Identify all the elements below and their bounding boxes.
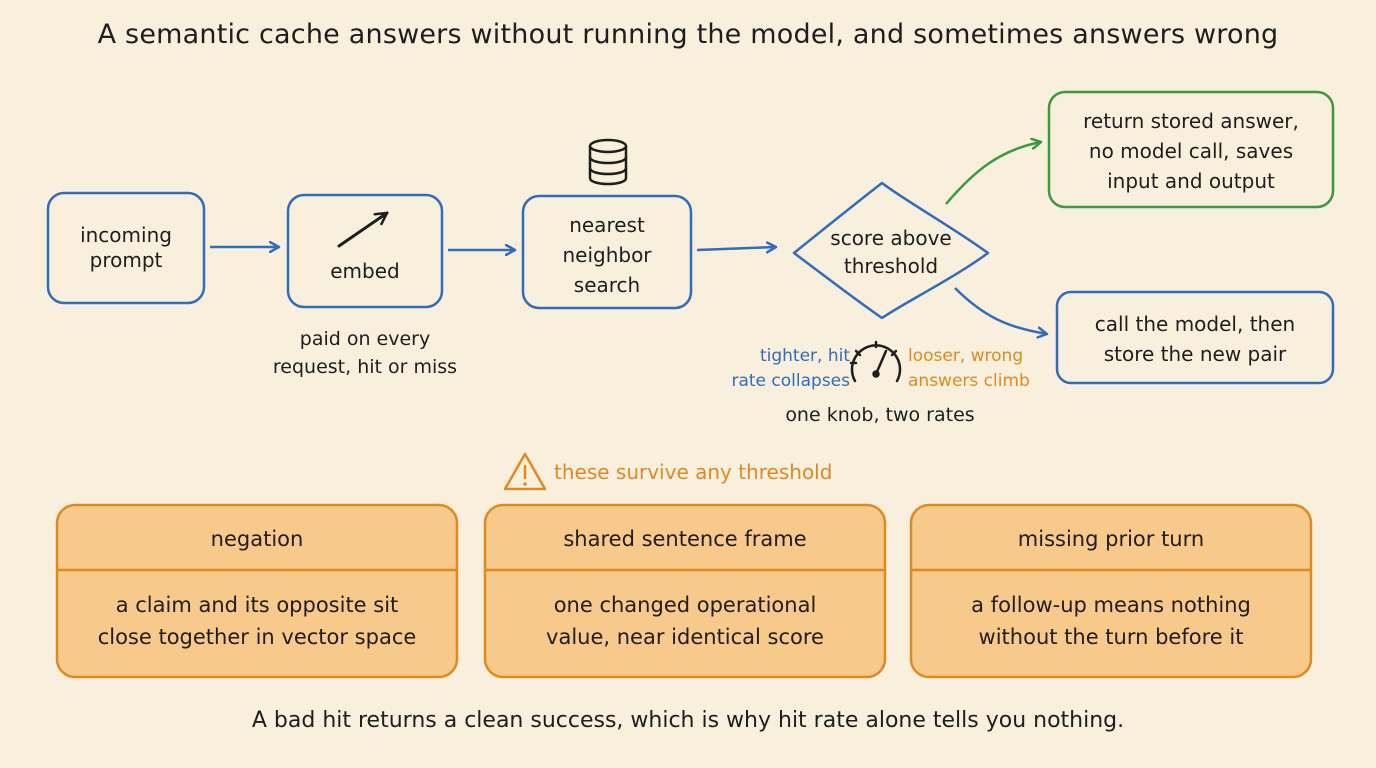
search-line-1: nearest [569, 213, 645, 237]
card-negation-line-1: a claim and its opposite sit [115, 593, 399, 617]
tighter-line-2: rate collapses [731, 370, 850, 391]
threshold-decision-diamond [792, 181, 990, 320]
decision-label: score above threshold [794, 224, 988, 280]
card-missing-turn-shape [909, 503, 1313, 679]
cache-hit-box [1047, 90, 1335, 209]
one-knob-note: one knob, two rates [785, 404, 975, 426]
cache-miss-label: call the model, then store the new pair [1057, 309, 1333, 369]
tighter-line-1: tighter, hit [759, 346, 850, 366]
card-missing-turn-title: missing prior turn [1017, 527, 1205, 551]
card-shared-frame-line-2: value, near identical score [546, 624, 824, 649]
arrow-search-to-decision [696, 247, 776, 250]
card-missing-turn-line-1: a follow-up means nothing [971, 593, 1251, 617]
tighter-threshold-note: tighter, hit rate collapses [700, 344, 850, 393]
card-shared-frame-shape [483, 503, 887, 679]
search-line-3: search [573, 273, 641, 297]
embed-cost-line-1: paid on every [299, 328, 431, 350]
card-shared-frame-line-1: one changed operational [553, 593, 817, 617]
card-negation-line-2: close together in vector space [97, 624, 417, 649]
cache-miss-box [1055, 290, 1335, 385]
miss-line-1: call the model, then [1094, 312, 1296, 336]
embed-cost-note: paid on every request, hit or miss [230, 326, 500, 381]
warning-caption: these survive any threshold [554, 460, 833, 484]
looser-threshold-note: looser, wrong answers climb [908, 344, 1058, 393]
database-icon [588, 138, 628, 186]
warning-icon [503, 452, 547, 491]
arrow-decision-to-hit [945, 142, 1041, 205]
card-negation-shape [55, 503, 459, 679]
gauge-icon [849, 340, 902, 383]
nearest-neighbor-search-box [521, 194, 693, 310]
hit-line-1: return stored answer, [1083, 109, 1299, 133]
diagram-title: A semantic cache answers without running… [97, 19, 1279, 50]
incoming-prompt-label: incoming prompt [48, 223, 204, 273]
card-missing-turn-line-2: without the turn before it [978, 624, 1244, 649]
card-negation-body: a claim and its opposite sit close toget… [57, 590, 457, 653]
embed-label: embed [330, 259, 400, 283]
hit-line-2: no model call, saves [1088, 139, 1294, 163]
incoming-prompt-box [46, 191, 206, 305]
arrow-decision-to-miss [954, 287, 1047, 334]
looser-line-2: answers climb [908, 370, 1030, 391]
card-shared-frame-title: shared sentence frame [563, 527, 807, 551]
nearest-neighbor-search-label: nearest neighbor search [523, 210, 691, 300]
looser-line-1: looser, wrong [908, 346, 1024, 366]
card-shared-frame-body: one changed operational value, near iden… [485, 590, 885, 653]
footer-caption: A bad hit returns a clean success, which… [251, 708, 1125, 733]
search-line-2: neighbor [562, 243, 652, 267]
card-missing-turn-body: a follow-up means nothing without the tu… [911, 590, 1311, 653]
embed-box [286, 193, 444, 309]
incoming-prompt-line-2: prompt [89, 248, 163, 272]
incoming-prompt-line-1: incoming [80, 223, 172, 247]
decision-line-2: threshold [843, 254, 939, 278]
cache-hit-label: return stored answer, no model call, sav… [1049, 106, 1333, 196]
vector-arrow-icon [337, 211, 389, 248]
miss-line-2: store the new pair [1103, 342, 1287, 366]
decision-line-1: score above [830, 226, 952, 250]
card-negation-title: negation [210, 527, 304, 551]
embed-cost-line-2: request, hit or miss [272, 355, 458, 378]
hit-line-3: input and output [1107, 169, 1275, 193]
